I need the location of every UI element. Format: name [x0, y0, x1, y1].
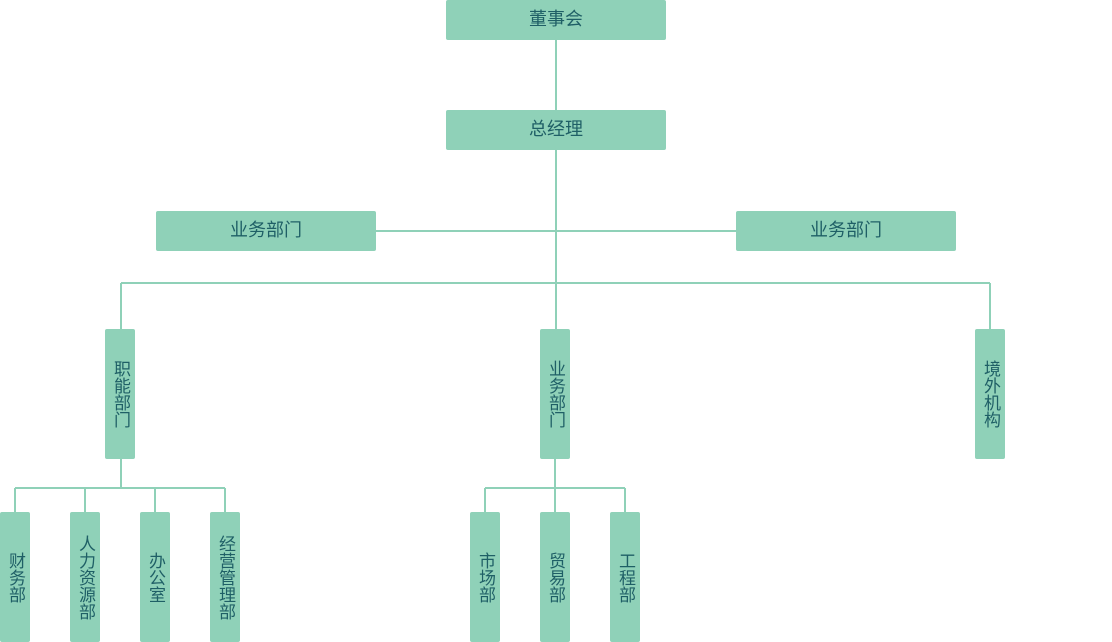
node-side-right: 业务部门 [736, 211, 956, 251]
node-market: 市场部 [470, 512, 500, 642]
node-hr: 人力资源部 [70, 512, 100, 642]
node-operations: 经营管理部 [210, 512, 240, 642]
node-finance-label: 财务部 [5, 551, 25, 603]
node-trade: 贸易部 [540, 512, 570, 642]
node-operations-label: 经营管理部 [215, 534, 235, 620]
node-office: 办公室 [140, 512, 170, 642]
node-side-left-label: 业务部门 [230, 220, 302, 241]
node-engineering: 工程部 [610, 512, 640, 642]
node-board: 董事会 [446, 0, 666, 40]
node-general-manager: 总经理 [446, 110, 666, 150]
node-hr-label: 人力资源部 [75, 534, 95, 620]
node-board-label: 董事会 [529, 9, 583, 30]
node-overseas-label: 境外机构 [980, 360, 1000, 428]
node-business: 业务部门 [540, 329, 570, 459]
node-overseas: 境外机构 [975, 329, 1005, 459]
node-finance: 财务部 [0, 512, 30, 642]
node-business-label: 业务部门 [545, 360, 565, 428]
node-trade-label: 贸易部 [545, 551, 565, 603]
node-functional-label: 职能部门 [110, 360, 130, 428]
node-office-label: 办公室 [145, 551, 165, 603]
node-side-right-label: 业务部门 [810, 220, 882, 241]
node-market-label: 市场部 [475, 551, 495, 603]
node-general-manager-label: 总经理 [529, 119, 583, 140]
node-engineering-label: 工程部 [615, 551, 635, 603]
node-functional: 职能部门 [105, 329, 135, 459]
node-side-left: 业务部门 [156, 211, 376, 251]
